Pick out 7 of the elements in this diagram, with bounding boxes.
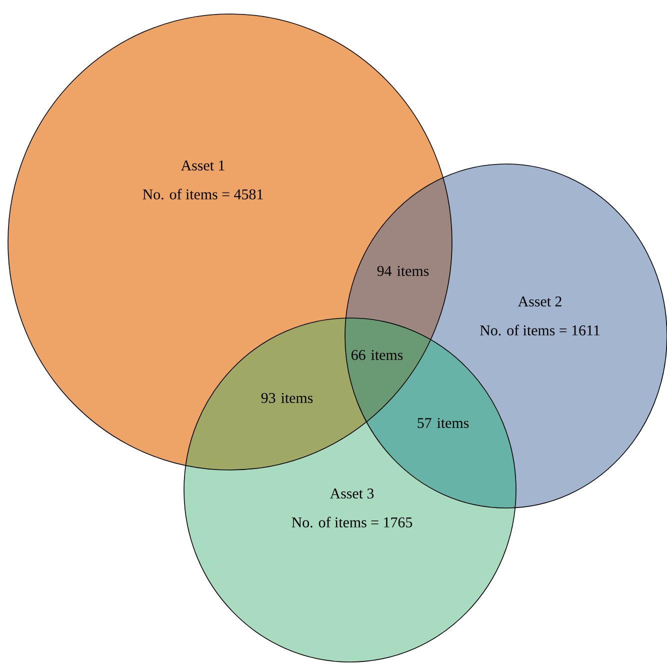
circle-label: Asset 3 No. of items = 1765 — [292, 488, 412, 528]
region-label: 93 items — [261, 392, 313, 403]
region-label: 57 items — [418, 418, 469, 428]
region-label: 94 items — [377, 266, 429, 276]
circle-label: Asset 2 No. of items = 1611 — [480, 296, 600, 336]
circle-label: Asset 1 No. of items = 4581 — [142, 160, 263, 200]
region-label: 66 items — [352, 350, 403, 360]
